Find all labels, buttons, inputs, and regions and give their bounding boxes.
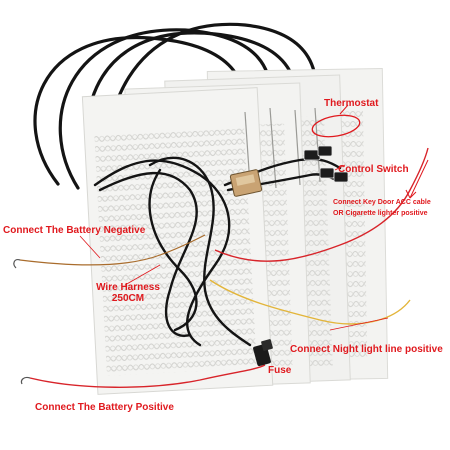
label-wire-harness: Wire Harness 250CM — [92, 282, 164, 304]
fuse-holder — [253, 339, 273, 367]
acc-wire — [214, 147, 429, 262]
battery-positive-wire — [29, 364, 266, 388]
label-control-switch: Control Switch — [338, 164, 409, 175]
night-light-wire — [209, 279, 411, 325]
acc-arrow — [409, 159, 429, 199]
label-battery-negative: Connect The Battery Negative — [3, 225, 146, 236]
label-wire-harness-line2: 250CM — [111, 293, 145, 304]
thermostat-marker — [311, 114, 361, 138]
control-switch-box — [229, 169, 263, 197]
switch-connectors — [303, 145, 349, 183]
control-switch-pointer — [334, 164, 346, 171]
label-thermostat: Thermostat — [324, 98, 379, 109]
battery-negative-wire — [19, 234, 206, 266]
thermostat-pointer — [339, 104, 349, 115]
label-acc-line2: OR Cigarette lighter positive — [333, 210, 428, 217]
label-wire-harness-line1: Wire Harness — [96, 282, 160, 293]
label-fuse: Fuse — [268, 365, 292, 376]
label-acc-line1: Connect Key Door ACC cable — [333, 199, 431, 206]
label-battery-positive: Connect The Battery Positive — [35, 402, 174, 413]
label-night-light: Connect Night light line positive — [290, 344, 443, 355]
